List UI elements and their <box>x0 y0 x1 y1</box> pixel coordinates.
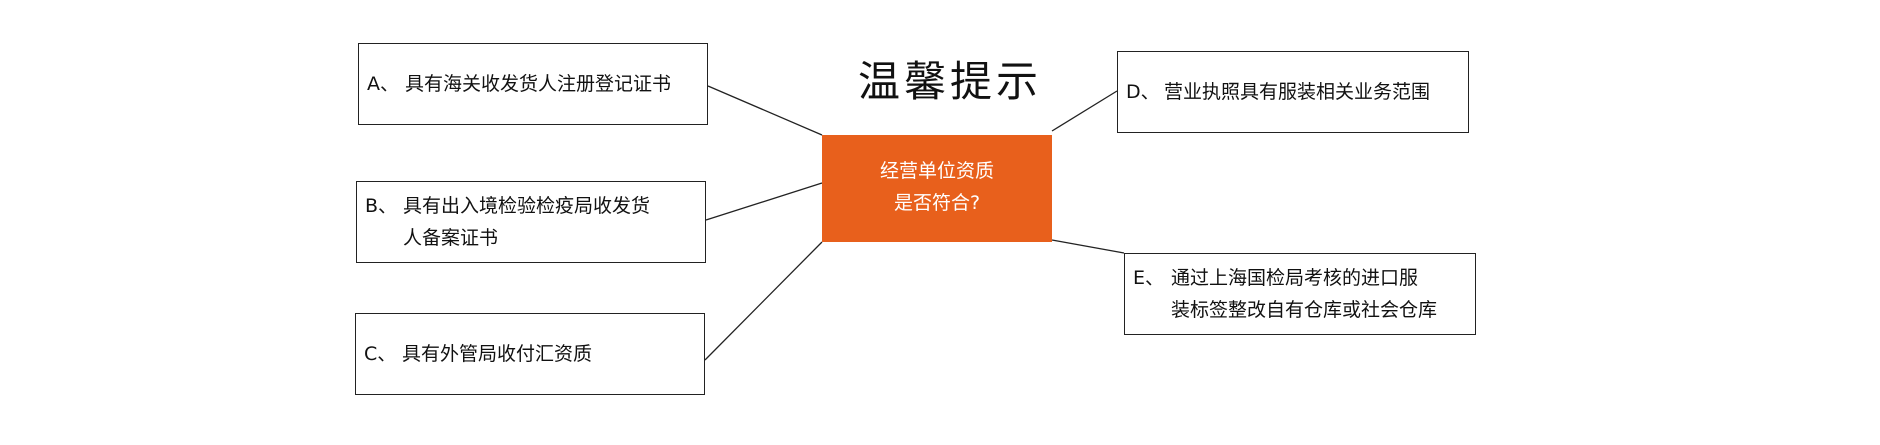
center-question-line1: 经营单位资质 <box>879 160 994 182</box>
connector-b <box>705 182 823 221</box>
option-e-letter: E、 <box>1133 267 1165 289</box>
option-e-text-line2: 装标签整改自有仓库或社会仓库 <box>1171 299 1438 321</box>
option-box-b: B、具有出入境检验检疫局收发货 人备案证书 <box>356 181 706 263</box>
option-box-d: D、营业执照具有服装相关业务范围 <box>1117 51 1469 133</box>
option-c-letter: C、 <box>364 343 397 365</box>
option-box-c: C、具有外管局收付汇资质 <box>355 313 705 395</box>
option-b-text-line1: 具有出入境检验检疫局收发货 <box>403 195 651 217</box>
center-question-box: 经营单位资质 是否符合? <box>822 135 1052 242</box>
option-a-letter: A、 <box>367 73 399 95</box>
option-d-text: 营业执照具有服装相关业务范围 <box>1164 81 1431 103</box>
option-a-text: 具有海关收发货人注册登记证书 <box>405 73 672 95</box>
diagram-title: 温馨提示 <box>857 57 1042 106</box>
connector-e <box>1051 239 1125 254</box>
option-b-letter: B、 <box>365 195 398 217</box>
connector-a <box>707 85 823 136</box>
option-d-letter: D、 <box>1126 81 1160 103</box>
connector-d <box>1051 90 1118 132</box>
connector-c <box>704 241 823 361</box>
center-question-line2: 是否符合? <box>893 192 981 214</box>
option-b-text-line2: 人备案证书 <box>403 227 499 249</box>
option-e-text-line1: 通过上海国检局考核的进口服 <box>1171 267 1419 289</box>
option-c-text: 具有外管局收付汇资质 <box>402 343 593 365</box>
option-box-e: E、通过上海国检局考核的进口服 装标签整改自有仓库或社会仓库 <box>1124 253 1476 335</box>
option-box-a: A、具有海关收发货人注册登记证书 <box>358 43 708 125</box>
